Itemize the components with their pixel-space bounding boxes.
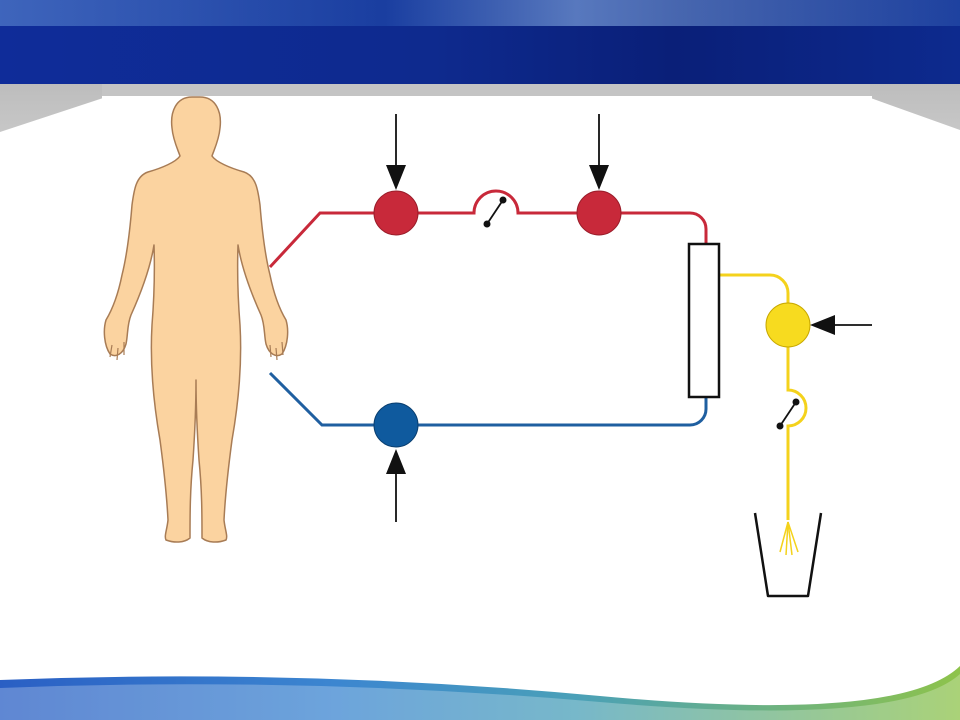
dialysate-line: [719, 273, 808, 520]
footer-wave: [0, 666, 960, 720]
dialysate-clamp-icon: [776, 398, 800, 430]
arterial-line: [268, 189, 708, 269]
dialyzer-rectangle: [687, 242, 721, 399]
arterial-pump-2: [576, 190, 622, 236]
header-band: [0, 0, 960, 84]
venous-line: [268, 371, 708, 427]
dialysate-pump: [765, 302, 811, 348]
header-sheen: [0, 0, 960, 26]
venous-pump: [373, 402, 419, 448]
arrow-down-icon: [386, 114, 406, 190]
cup-icon: [753, 512, 823, 598]
arrow-down-icon: [589, 114, 609, 190]
grey-top-strip: [0, 84, 960, 96]
arterial-clamp-icon: [483, 196, 507, 228]
drip-icon: [779, 521, 799, 556]
arterial-pump-1: [373, 190, 419, 236]
arrow-up-icon: [386, 449, 406, 522]
arrow-left-icon: [810, 315, 872, 335]
human-body-icon: [103, 96, 289, 543]
